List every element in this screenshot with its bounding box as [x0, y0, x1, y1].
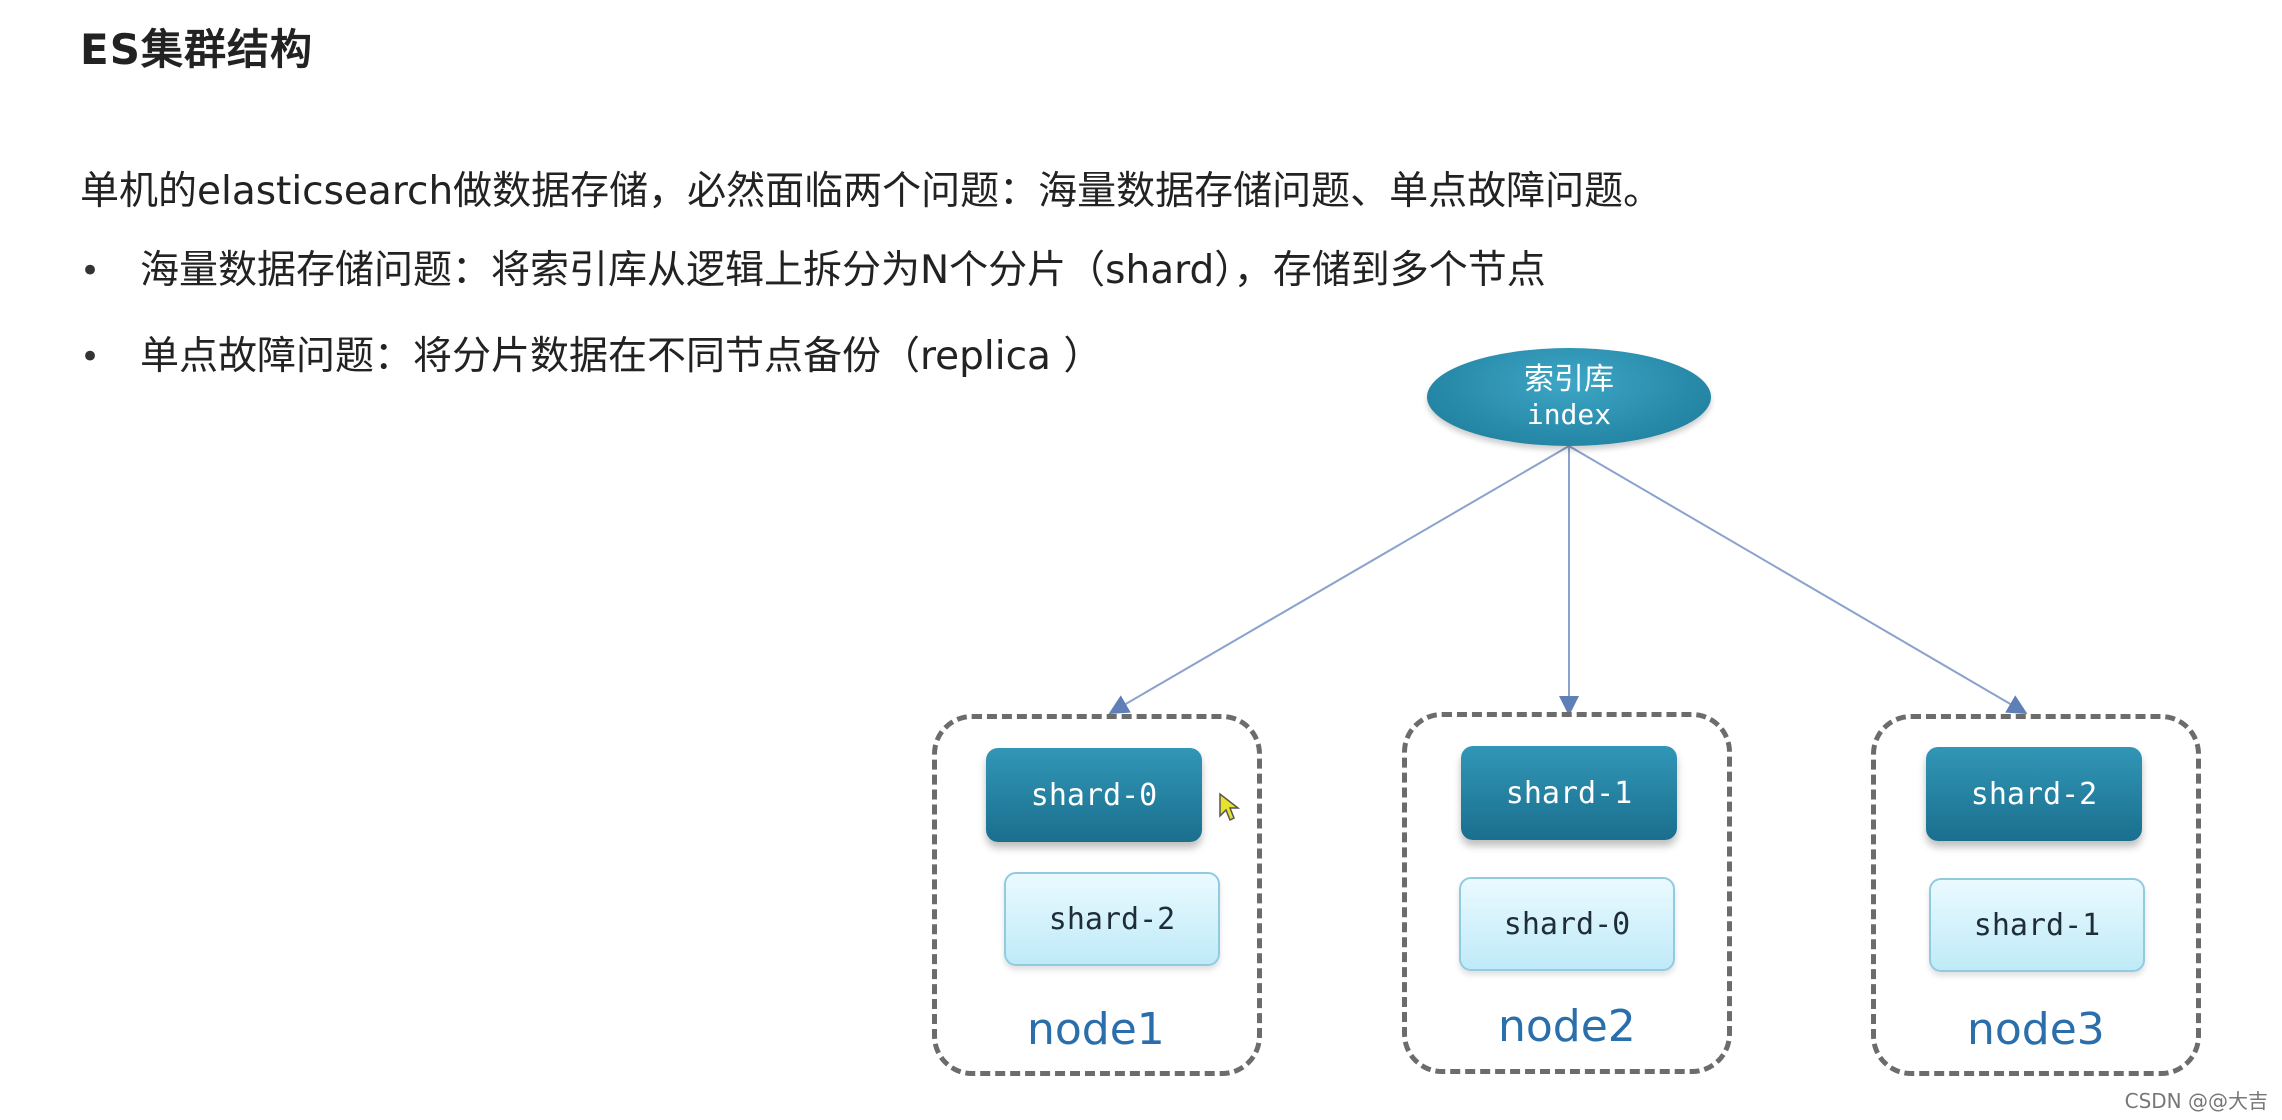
index-label-en: index [1526, 398, 1612, 431]
bullet-item-replica: 单点故障问题：将分片数据在不同节点备份（replica ） [80, 332, 1546, 418]
node3-label: node3 [1967, 1004, 2105, 1055]
page-title: ES集群结构 [80, 25, 313, 74]
arrow-to-node1 [1108, 445, 1570, 715]
node2-primary-shard: shard-1 [1461, 746, 1677, 840]
node1-replica-shard: shard-2 [1004, 872, 1220, 966]
arrow-to-node3 [1568, 445, 2028, 715]
node3-box [1871, 714, 2201, 1076]
node2-replica-shard: shard-0 [1459, 877, 1675, 971]
node1-primary-shard: shard-0 [986, 748, 1202, 842]
bullet-item-sharding: 海量数据存储问题：将索引库从逻辑上拆分为N个分片（shard），存储到多个节点 [80, 246, 1546, 332]
intro-text: 单机的elasticsearch做数据存储，必然面临两个问题：海量数据存储问题、… [80, 169, 1663, 214]
node2-label: node2 [1498, 1001, 1636, 1052]
node1-label: node1 [1027, 1004, 1165, 1055]
index-label-zh: 索引库 [1524, 362, 1614, 397]
node3-primary-shard: shard-2 [1926, 747, 2142, 841]
bullet-list: 海量数据存储问题：将索引库从逻辑上拆分为N个分片（shard），存储到多个节点 … [80, 246, 1546, 418]
watermark: CSDN @@大吉 [2124, 1089, 2268, 1113]
mouse-cursor-icon [1219, 792, 1240, 822]
index-node: 索引库 index [1427, 348, 1711, 446]
node2-box [1402, 712, 1732, 1074]
node3-replica-shard: shard-1 [1929, 878, 2145, 972]
node1-box [932, 714, 1262, 1076]
